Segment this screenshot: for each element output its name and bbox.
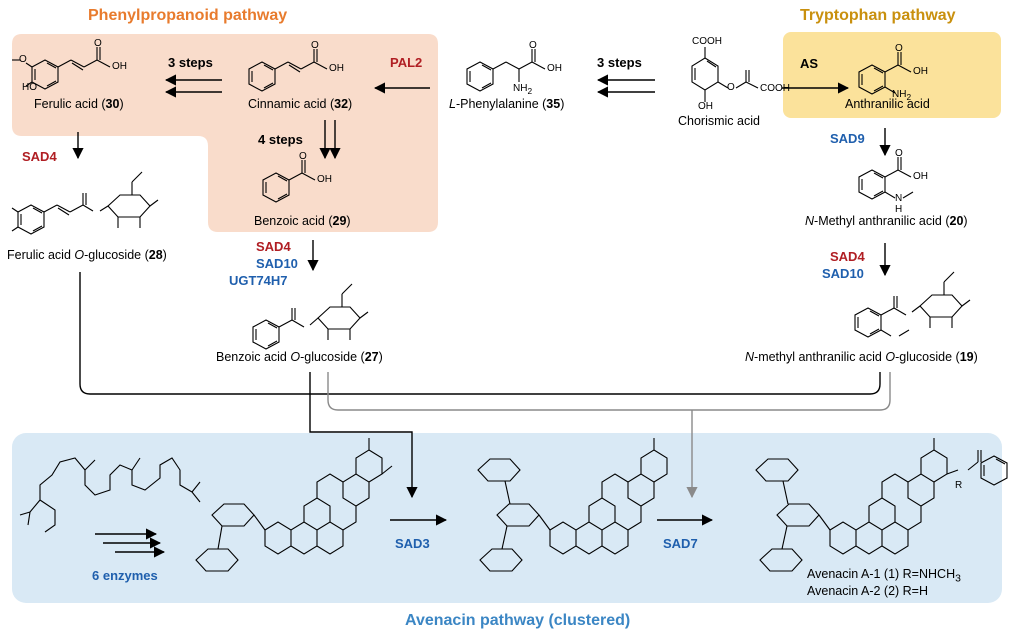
atom-r-avenacin: R (955, 480, 963, 491)
atom-o-benzoic: O (299, 151, 307, 162)
label-ferulic-glucoside: Ferulic acid O-glucoside (28) (7, 248, 167, 262)
avenacin-title: Avenacin pathway (clustered) (405, 612, 631, 629)
atom-oh-nmethyl: OH (913, 171, 928, 182)
phenylpropanoid-title: Phenylpropanoid pathway (88, 7, 288, 24)
atom-o-methoxy: O (19, 54, 27, 65)
connector-gray (327, 372, 891, 411)
l-phenylalanine-structure (466, 49, 546, 92)
label-n-methyl-anthranilic: N-Methyl anthranilic acid (20) (805, 214, 968, 228)
atom-oh-chorismic: OH (698, 101, 713, 112)
enzyme-sad7: SAD7 (663, 536, 698, 551)
steps-3-phenylalanine: 3 steps (597, 55, 642, 70)
n-methyl-glucoside-structure (854, 271, 971, 338)
atom-oh-ferulic: OH (112, 61, 127, 72)
label-benzoic-glucoside: Benzoic acid O-glucoside (27) (216, 350, 383, 364)
atom-ho-ferulic: HO (22, 82, 37, 93)
oxidosqualene-structure (19, 457, 201, 533)
atom-oh-benzoic: OH (317, 174, 332, 185)
enzyme-sad4-ferulic: SAD4 (22, 149, 57, 164)
atom-oh-cinnamic: OH (329, 63, 344, 74)
avenacin-intermediate-1 (195, 438, 393, 572)
enzyme-pal2: PAL2 (390, 55, 423, 70)
enzyme-sad10-nmethyl: SAD10 (822, 266, 864, 281)
connector-to-sad3 (309, 372, 418, 499)
steps-3-phenylpropanoid: 3 steps (168, 55, 213, 70)
atom-o-chorismic: O (727, 82, 735, 93)
phenylpropanoid-panel (12, 34, 438, 232)
atom-n-nmethyl: N (895, 193, 903, 204)
atom-oh-anthranilic: OH (913, 66, 928, 77)
atom-nh2-anthranilic: NH2 (892, 89, 912, 102)
label-benzoic-acid: Benzoic acid (29) (254, 214, 351, 228)
enzyme-as: AS (800, 56, 819, 71)
benzoic-acid-structure (262, 160, 316, 203)
atom-cooh-chorismic-2: COOH (760, 83, 790, 94)
connector-acyl-donors (79, 272, 881, 395)
ferulic-acid-structure (12, 47, 111, 90)
avenacin-product (755, 438, 1008, 572)
n-methyl-anthranilic-structure (858, 157, 914, 200)
label-avenacin-a2: Avenacin A-2 (2) R=H (807, 584, 929, 598)
label-avenacin-a1: Avenacin A-1 (1) R=NHCH3 (807, 567, 961, 585)
atom-o-cinnamic: O (311, 40, 319, 51)
label-chorismic-acid: Chorismic acid (678, 114, 760, 128)
label-n-methyl-glucoside: N-methyl anthranilic acid O-glucoside (1… (745, 350, 978, 364)
enzyme-ugt74h7: UGT74H7 (229, 273, 288, 288)
steps-4-benzoic: 4 steps (258, 132, 303, 147)
tryptophan-panel (783, 32, 1001, 118)
label-ferulic-acid: Ferulic acid (30) (34, 97, 124, 111)
enzyme-sad10-benzoic: SAD10 (256, 256, 298, 271)
enzyme-6-enzymes: 6 enzymes (92, 568, 158, 583)
enzyme-sad3: SAD3 (395, 536, 430, 551)
enzyme-sad9: SAD9 (830, 131, 865, 146)
atom-o-ferulic: O (94, 38, 102, 49)
atom-oh-phe: OH (547, 63, 562, 74)
label-l-phenylalanine: L-Phenylalanine (35) (449, 97, 565, 111)
label-anthranilic-acid: Anthranilic acid (845, 97, 930, 111)
chorismic-acid-structure (691, 47, 759, 102)
atom-nh2-phe: NH2 (513, 83, 533, 96)
connector-lines (79, 272, 891, 499)
cinnamic-acid-structure (248, 49, 328, 92)
atom-h-nmethyl: H (895, 204, 903, 215)
anthranilic-acid-structure (858, 52, 912, 95)
label-cinnamic-acid: Cinnamic acid (32) (248, 97, 353, 111)
enzyme-sad4-nmethyl: SAD4 (830, 249, 865, 264)
ferulic-glucoside-structure (11, 171, 159, 235)
reaction-arrows (72, 74, 891, 558)
atom-o-anthranilic: O (895, 43, 903, 54)
atom-cooh-chorismic: COOH (692, 36, 722, 47)
atom-o-phe: O (529, 40, 537, 51)
benzoic-glucoside-structure (252, 283, 369, 350)
atom-o-nmethyl: O (895, 148, 903, 159)
avenacin-intermediate-2 (477, 438, 668, 572)
tryptophan-title: Tryptophan pathway (800, 7, 956, 24)
avenacin-panel (12, 433, 1002, 603)
enzyme-sad4-benzoic: SAD4 (256, 239, 291, 254)
